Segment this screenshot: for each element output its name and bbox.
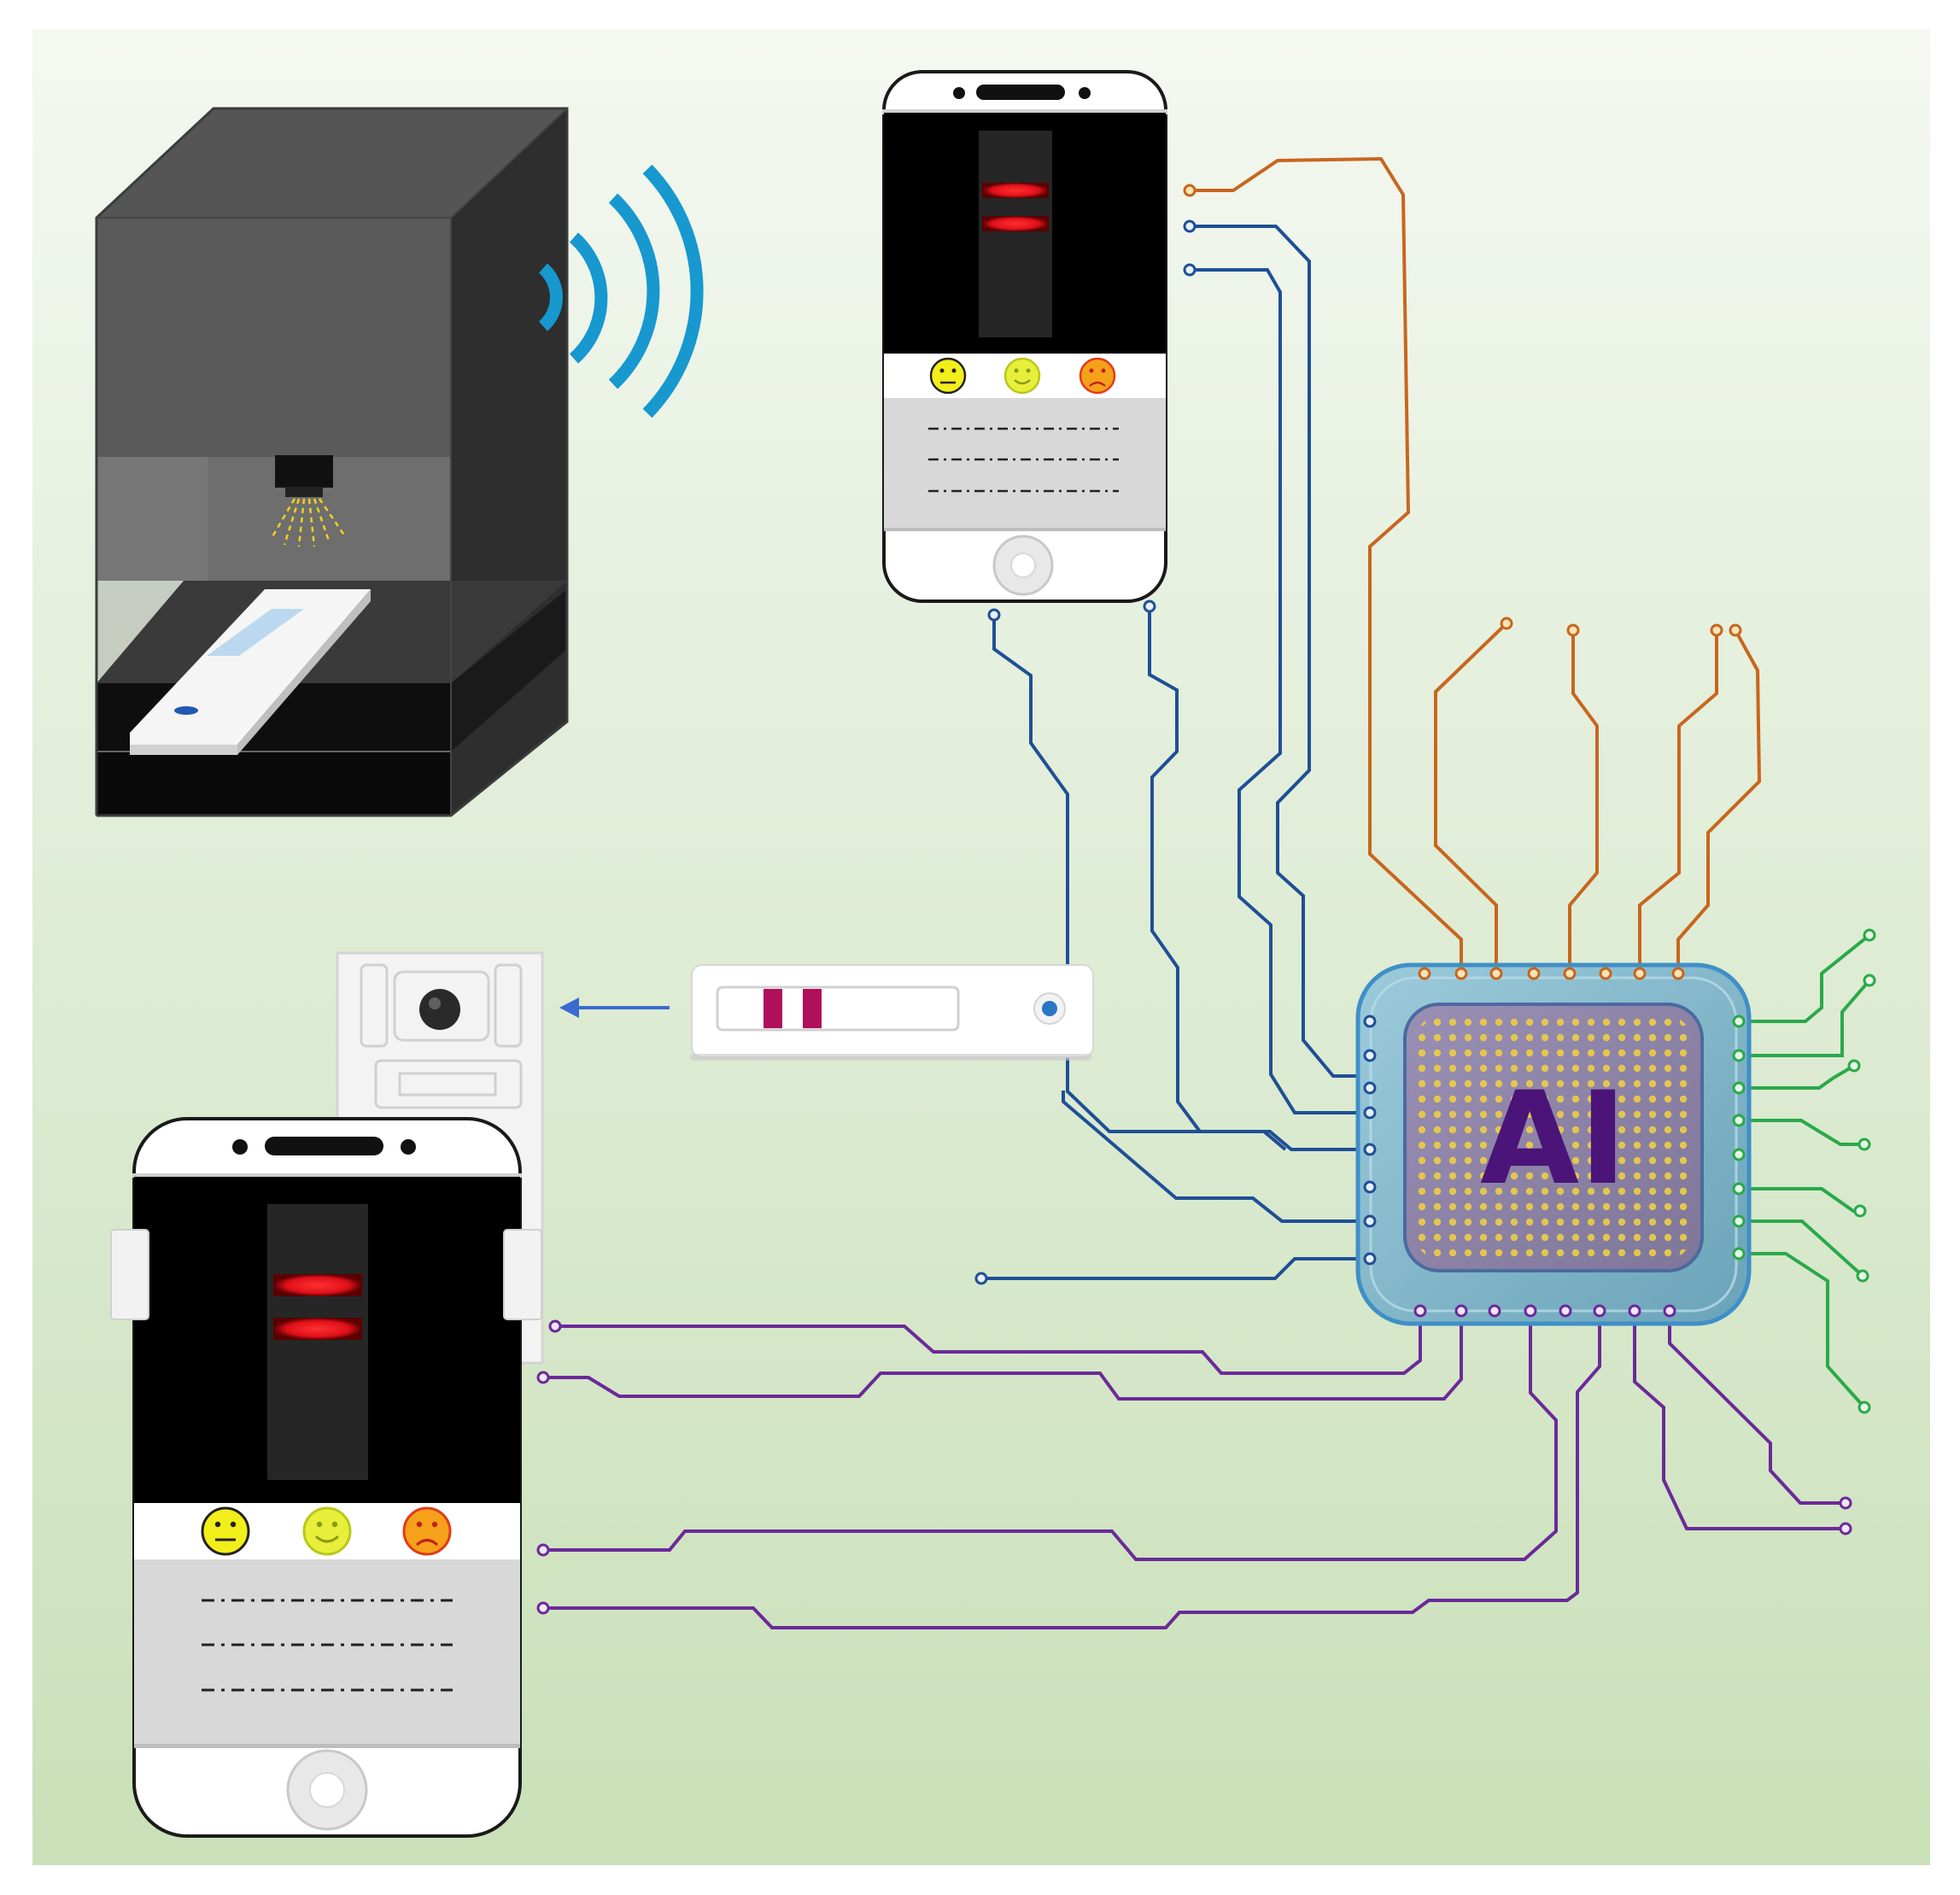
test-strip-line-1 [764, 989, 782, 1028]
top-phone-test-line-1 [982, 183, 1049, 198]
top-smartphone-icon [882, 70, 1167, 603]
green-wire-terminals [1847, 928, 1876, 1414]
bottom-happy-face-icon [302, 1506, 352, 1556]
bottom-phone-strip-window [267, 1204, 368, 1480]
test-strip-line-2 [803, 989, 822, 1028]
boxed-test-strip-icon [130, 589, 371, 755]
bottom-sad-face-icon [402, 1506, 452, 1556]
chip-label: AI [1480, 1065, 1627, 1214]
bottom-smartphone-icon [110, 1117, 542, 1838]
purple-wire-traces [543, 1311, 1846, 1629]
insert-arrow-icon [559, 997, 670, 1018]
purple-wire-terminals [536, 1319, 1852, 1615]
bottom-phone-test-line-1 [273, 1274, 362, 1296]
top-sad-face-icon [1079, 357, 1116, 395]
top-phone-strip-window [979, 131, 1052, 337]
orange-wire-terminals [1183, 184, 1742, 637]
left-clamp [110, 1229, 149, 1320]
top-happy-face-icon [1003, 357, 1041, 395]
top-phone-test-line-2 [982, 216, 1049, 231]
test-strip-icon [690, 964, 1094, 1061]
bottom-phone-test-line-2 [273, 1318, 362, 1340]
top-phone-text-area [884, 398, 1166, 528]
orange-wire-traces [1190, 156, 1762, 971]
bottom-phone-text-area [134, 1559, 520, 1744]
reader-box-icon [95, 107, 569, 817]
top-neutral-face-icon [929, 357, 967, 395]
blue-wire-traces [981, 225, 1370, 1280]
bottom-neutral-face-icon [201, 1506, 250, 1556]
wifi-signal-icon [538, 164, 704, 418]
right-clamp [503, 1229, 542, 1320]
ai-chip-icon: AI [1355, 962, 1752, 1326]
blue-wire-terminals [974, 219, 1196, 1285]
